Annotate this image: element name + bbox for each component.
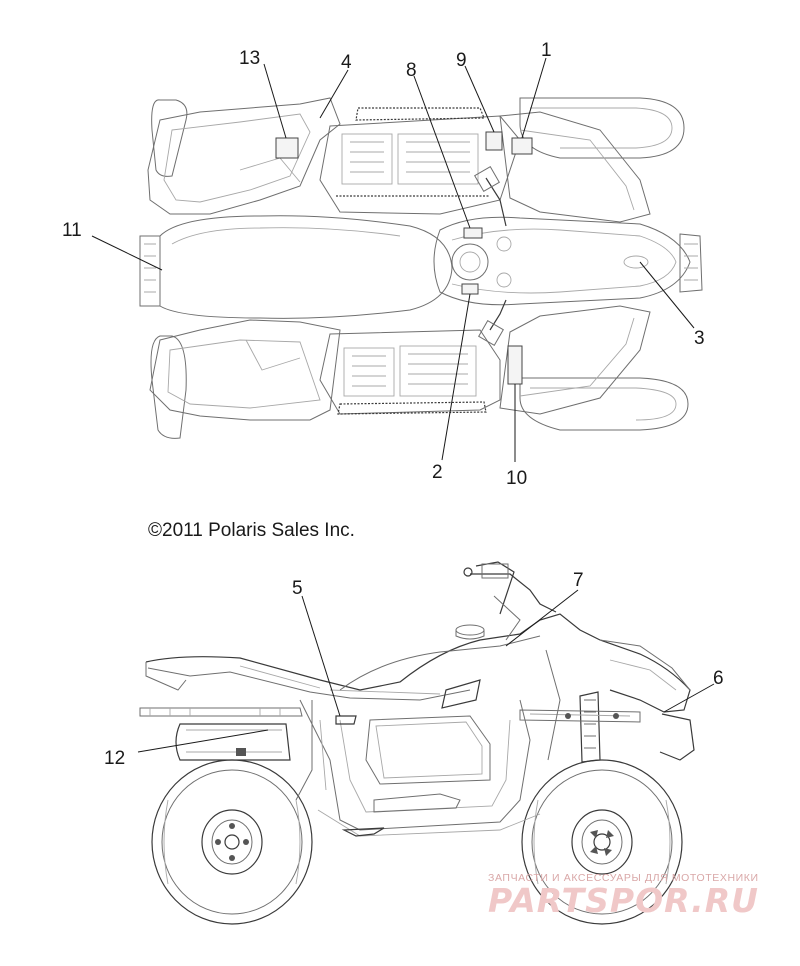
top-view-leaders	[91, 57, 695, 462]
side-view-leaders	[137, 589, 715, 753]
callout-2: 2	[432, 462, 443, 483]
atv-top-view	[139, 97, 703, 439]
decal-8	[463, 227, 483, 239]
atv-side-view	[139, 561, 695, 925]
callout-9: 9	[456, 50, 467, 71]
callout-5: 5	[292, 578, 303, 599]
watermark: ЗАПЧАСТИ И АКСЕССУАРЫ ДЛЯ МОТОТЕХНИКИ PA…	[488, 872, 788, 918]
watermark-brand: PARTSPOR.RU	[488, 881, 759, 920]
decal-9	[485, 131, 503, 151]
callout-1: 1	[541, 40, 552, 61]
callout-6: 6	[713, 668, 724, 689]
decal-2	[461, 283, 479, 295]
callout-13: 13	[239, 48, 260, 69]
copyright-notice: ©2011 Polaris Sales Inc.	[148, 520, 355, 541]
callout-7: 7	[573, 570, 584, 591]
decal-13	[275, 137, 299, 159]
callout-8: 8	[406, 60, 417, 81]
callout-11: 11	[62, 220, 82, 241]
callout-4: 4	[341, 52, 352, 73]
decal-10	[507, 345, 523, 385]
callout-10: 10	[506, 468, 527, 489]
callout-3: 3	[694, 328, 705, 349]
callout-12: 12	[104, 748, 125, 769]
decal-1	[511, 137, 533, 155]
watermark-tagline: ЗАПЧАСТИ И АКСЕССУАРЫ ДЛЯ МОТОТЕХНИКИ	[488, 872, 759, 884]
